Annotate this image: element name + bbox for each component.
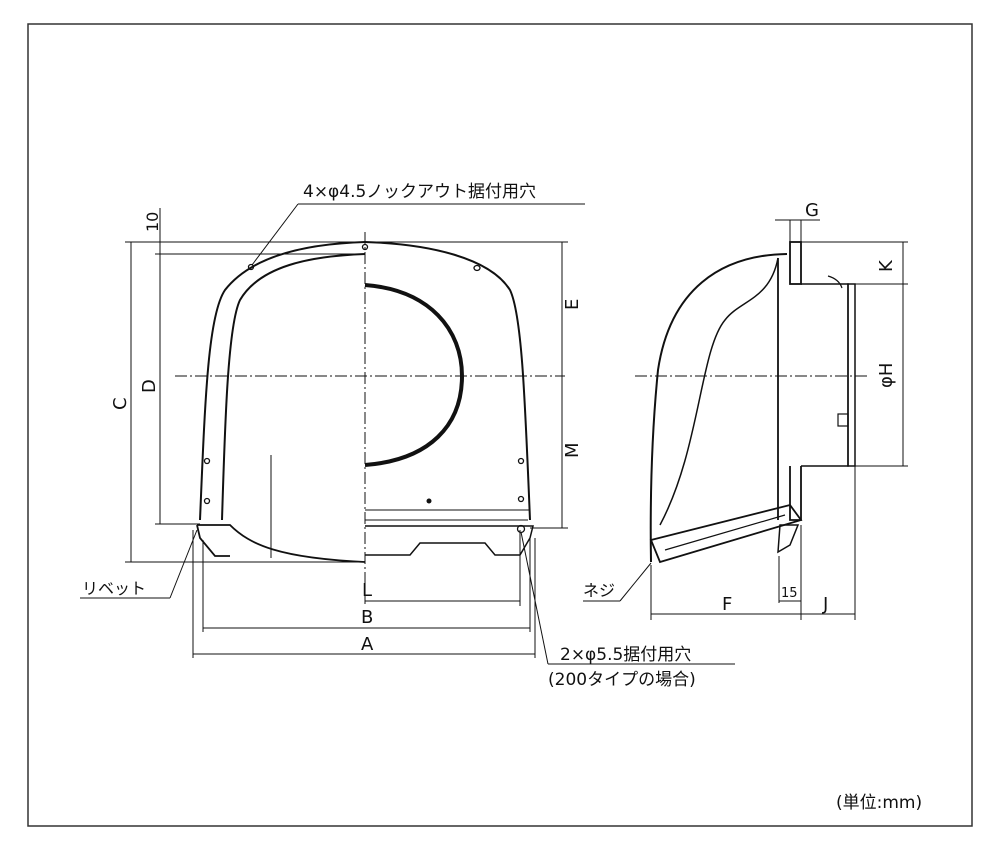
hood-inner-left xyxy=(221,253,366,521)
dim-A: A xyxy=(361,634,374,655)
dim-B: B xyxy=(361,607,373,628)
louver-inner xyxy=(664,514,786,551)
hood-outer-right xyxy=(364,241,531,521)
frame-lines xyxy=(365,509,530,521)
screw-point xyxy=(426,498,432,504)
dim-M: M xyxy=(562,442,583,458)
dim-phiH: φH xyxy=(876,363,897,388)
drawing-frame xyxy=(27,23,973,827)
rivet-hole xyxy=(203,457,211,465)
base-left xyxy=(196,524,366,563)
flange-bottom xyxy=(789,466,802,521)
hood-outer-profile xyxy=(649,253,788,563)
dim-F: F xyxy=(722,594,732,615)
side-view xyxy=(635,241,870,564)
rivet-callout: リベット xyxy=(82,579,146,598)
knockout-holes-callout: 4×φ4.5ノックアウト据付用穴 xyxy=(303,182,536,202)
rivet-hole xyxy=(517,495,525,503)
screw-callout: ネジ xyxy=(583,581,615,600)
dim-E: E xyxy=(562,299,583,310)
knockout-hole xyxy=(247,263,255,271)
bottom-louver xyxy=(649,503,803,564)
hood-outer-left xyxy=(199,241,366,521)
side-dimension-lines xyxy=(583,219,908,620)
duct-opening-arc xyxy=(364,283,465,467)
dim-D: D xyxy=(139,379,160,393)
knockout-hole xyxy=(361,243,369,251)
rivet-hole xyxy=(517,457,525,465)
dim-C: C xyxy=(110,397,131,410)
mount-holes-note: (200タイプの場合) xyxy=(548,670,696,690)
dim-G: G xyxy=(805,200,819,221)
duct-tab xyxy=(837,413,849,427)
knockout-hole xyxy=(473,264,481,272)
front-view xyxy=(175,232,565,605)
flange-top xyxy=(789,241,802,285)
base-right xyxy=(365,525,534,556)
dim-L: L xyxy=(362,580,372,601)
dim-15: 15 xyxy=(781,586,798,601)
dim-10: 10 xyxy=(143,212,162,232)
damper-wire xyxy=(827,275,843,289)
hood-inner-profile xyxy=(659,257,779,526)
dim-J: J xyxy=(822,594,828,615)
drip-lip xyxy=(777,524,800,554)
front-dimension-lines xyxy=(80,203,735,665)
mount-holes-callout: 2×φ5.5据付用穴 xyxy=(560,645,691,665)
dim-K: K xyxy=(876,259,897,272)
rivet-hole xyxy=(203,497,211,505)
unit-note: (単位:mm) xyxy=(836,793,922,813)
